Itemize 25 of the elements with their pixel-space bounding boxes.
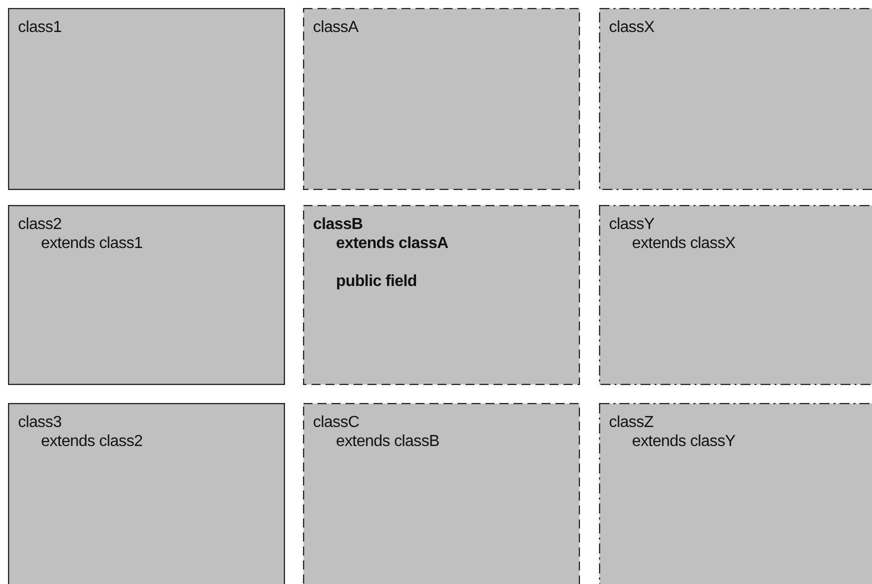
class-name: classC	[313, 413, 360, 432]
class-box	[599, 205, 872, 385]
extends-text: extends class2	[41, 432, 143, 451]
class-box	[303, 403, 580, 584]
class-box	[599, 403, 872, 584]
class-name: classZ	[609, 413, 654, 432]
class-name: class3	[18, 413, 62, 432]
class-box	[303, 8, 580, 190]
class-name: classX	[609, 18, 654, 37]
class-name: class1	[18, 18, 62, 37]
extends-text: extends classX	[632, 234, 736, 253]
extends-text: extends classA	[336, 234, 448, 253]
class-box	[8, 205, 285, 385]
class-name: classB	[313, 215, 363, 234]
extends-text: extends classB	[336, 432, 440, 451]
class-name: classY	[609, 215, 654, 234]
class-box	[599, 8, 872, 190]
class-name: class2	[18, 215, 62, 234]
class-name: classA	[313, 18, 358, 37]
extends-text: extends classY	[632, 432, 736, 451]
class-box	[8, 8, 285, 190]
class-box	[303, 205, 580, 385]
field-text: public field	[336, 272, 417, 291]
extends-text: extends class1	[41, 234, 143, 253]
class-box	[8, 403, 285, 584]
